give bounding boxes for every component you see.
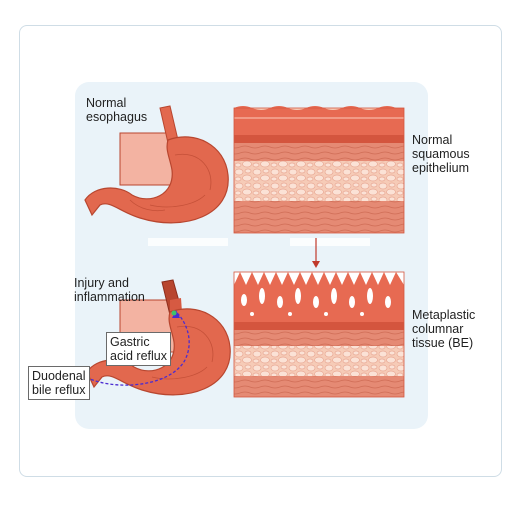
injury-marker bbox=[171, 310, 177, 316]
progression-arrow bbox=[312, 238, 320, 268]
label-injury-inflammation: Injury and inflammation bbox=[74, 276, 145, 304]
divider-pad bbox=[290, 238, 370, 246]
label-metaplastic-columnar-tissue: Metaplastic columnar tissue (BE) bbox=[412, 308, 476, 350]
reflux-path bbox=[81, 311, 190, 386]
label-gastric-acid-reflux: Gastric acid reflux bbox=[106, 332, 171, 366]
label-duodenal-bile-reflux: Duodenal bile reflux bbox=[28, 366, 90, 400]
normal-tissue-section bbox=[233, 106, 405, 234]
metaplastic-tissue-section bbox=[233, 271, 405, 398]
normal-stomach bbox=[84, 105, 229, 224]
label-normal-squamous-epithelium: Normal squamous epithelium bbox=[412, 133, 470, 175]
label-normal-esophagus: Normal esophagus bbox=[86, 96, 148, 124]
divider-pad bbox=[148, 238, 228, 246]
